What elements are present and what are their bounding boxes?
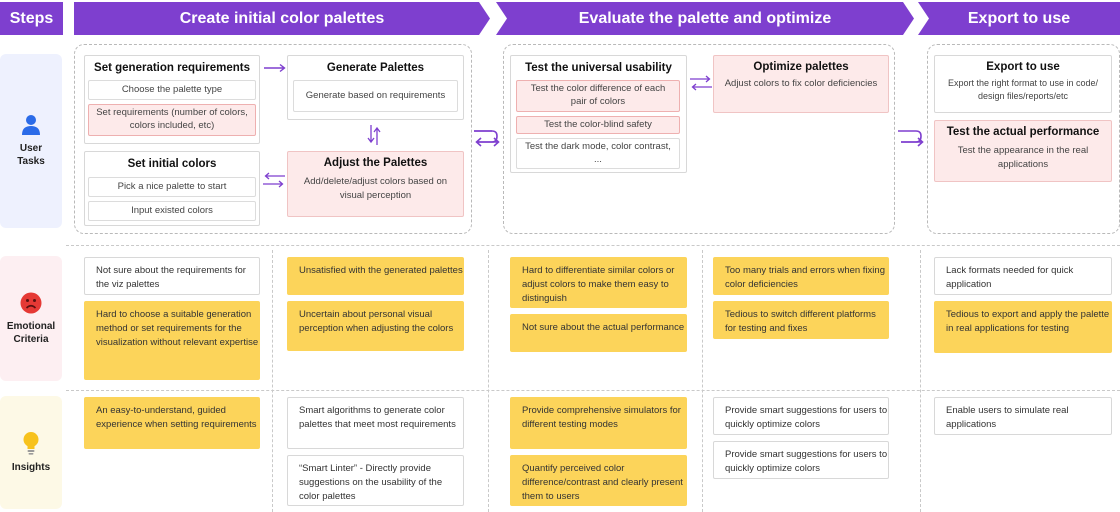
group-evaluate-optimize	[503, 44, 895, 234]
column-separator	[920, 250, 921, 512]
task-title: Set initial colors	[127, 158, 217, 170]
subtask-generate-based-on-requirements[interactable]: Generate based on requirements	[293, 80, 458, 112]
arrow-right-icon	[264, 63, 286, 73]
emotion-card: Not sure about the requirements for the …	[84, 257, 260, 295]
group-create-palettes	[74, 44, 472, 234]
task-description: Adjust colors to fix color deficiencies	[724, 77, 878, 89]
column-separator	[488, 250, 489, 512]
subtask-test-dark-mode[interactable]: Test the dark mode, color contrast, ...	[516, 138, 680, 169]
row-label-emotional-criteria: Emotional Criteria	[0, 256, 62, 381]
insight-card: Provide comprehensive simulators for dif…	[510, 397, 687, 449]
task-title: Test the actual performance	[946, 126, 1100, 138]
task-description: Test the appearance in the real applicat…	[957, 144, 1089, 170]
sad-face-icon	[20, 292, 42, 313]
insight-card: Provide smart suggestions for users to q…	[713, 441, 889, 479]
task-title: Export to use	[986, 61, 1060, 73]
insight-card: An easy-to-understand, guided experience…	[84, 397, 260, 449]
row-label-user-tasks-text: User Tasks	[17, 143, 45, 167]
insight-card: Smart algorithms to generate color palet…	[287, 397, 464, 449]
task-description: Add/delete/adjust colors based on visual…	[303, 175, 448, 201]
task-title: Set generation requirements	[94, 62, 250, 74]
row-separator	[66, 390, 1120, 391]
column-separator	[702, 250, 703, 512]
emotion-card: Unsatisfied with the generated palettes	[287, 257, 464, 295]
column-separator	[272, 250, 273, 512]
task-adjust-palettes[interactable]: Adjust the Palettes Add/delete/adjust co…	[287, 151, 464, 217]
task-title: Test the universal usability	[525, 62, 672, 74]
subtask-test-color-difference[interactable]: Test the color difference of each pair o…	[516, 80, 680, 112]
row-label-insights-text: Insights	[11, 462, 51, 473]
insight-card: Enable users to simulate real applicatio…	[934, 397, 1112, 435]
row-separator	[66, 245, 1120, 246]
emotion-card: Hard to choose a suitable generation met…	[84, 301, 260, 380]
row-label-user-tasks: User Tasks	[0, 54, 62, 228]
task-test-actual-performance[interactable]: Test the actual performance Test the app…	[934, 120, 1112, 182]
swap-arrows-icon	[690, 75, 712, 91]
emotion-card: Lack formats needed for quick applicatio…	[934, 257, 1112, 295]
task-title: Generate Palettes	[326, 62, 425, 74]
row-label-emotional-criteria-text: Emotional Criteria	[6, 320, 56, 345]
user-icon	[22, 115, 40, 135]
subtask-test-color-blind-safety[interactable]: Test the color-blind safety	[516, 116, 680, 134]
emotion-card: Uncertain about personal visual percepti…	[287, 301, 464, 351]
emotion-card: Too many trials and errors when fixing c…	[713, 257, 889, 295]
task-title: Optimize palettes	[753, 61, 849, 73]
phase-evaluate-optimize-header: Evaluate the palette and optimize	[496, 2, 914, 35]
phase-export-header: Export to use	[918, 2, 1120, 35]
subtask-pick-palette[interactable]: Pick a nice palette to start	[88, 177, 256, 197]
insight-card: Provide smart suggestions for users to q…	[713, 397, 889, 435]
steps-header: Steps	[0, 2, 63, 35]
flow-arrow-icon	[898, 130, 924, 147]
subtask-choose-palette-type[interactable]: Choose the palette type	[88, 80, 256, 100]
task-description: Export the right format to use in code/ …	[947, 77, 1099, 101]
swap-arrows-down-icon	[367, 125, 381, 145]
insight-card: Quantify perceived color difference/cont…	[510, 455, 687, 506]
subtask-set-requirements[interactable]: Set requirements (number of colors, colo…	[88, 104, 256, 136]
emotion-card: Tedious to export and apply the palette …	[934, 301, 1112, 353]
flow-arrow-icon	[474, 130, 500, 147]
task-optimize-palettes[interactable]: Optimize palettes Adjust colors to fix c…	[713, 55, 889, 113]
insight-card: “Smart Linter” - Directly provide sugges…	[287, 455, 464, 506]
subtask-input-existed-colors[interactable]: Input existed colors	[88, 201, 256, 221]
row-label-insights: Insights	[0, 396, 62, 509]
swap-arrows-icon	[263, 172, 285, 188]
emotion-card: Tedious to switch different platforms fo…	[713, 301, 889, 339]
task-title: Adjust the Palettes	[323, 157, 428, 169]
task-export-to-use[interactable]: Export to use Export the right format to…	[934, 55, 1112, 113]
emotion-card: Hard to differentiate similar colors or …	[510, 257, 687, 308]
emotion-card: Not sure about the actual performance	[510, 314, 687, 352]
lightbulb-icon	[23, 432, 39, 455]
phase-create-palettes-header: Create initial color palettes	[74, 2, 490, 35]
